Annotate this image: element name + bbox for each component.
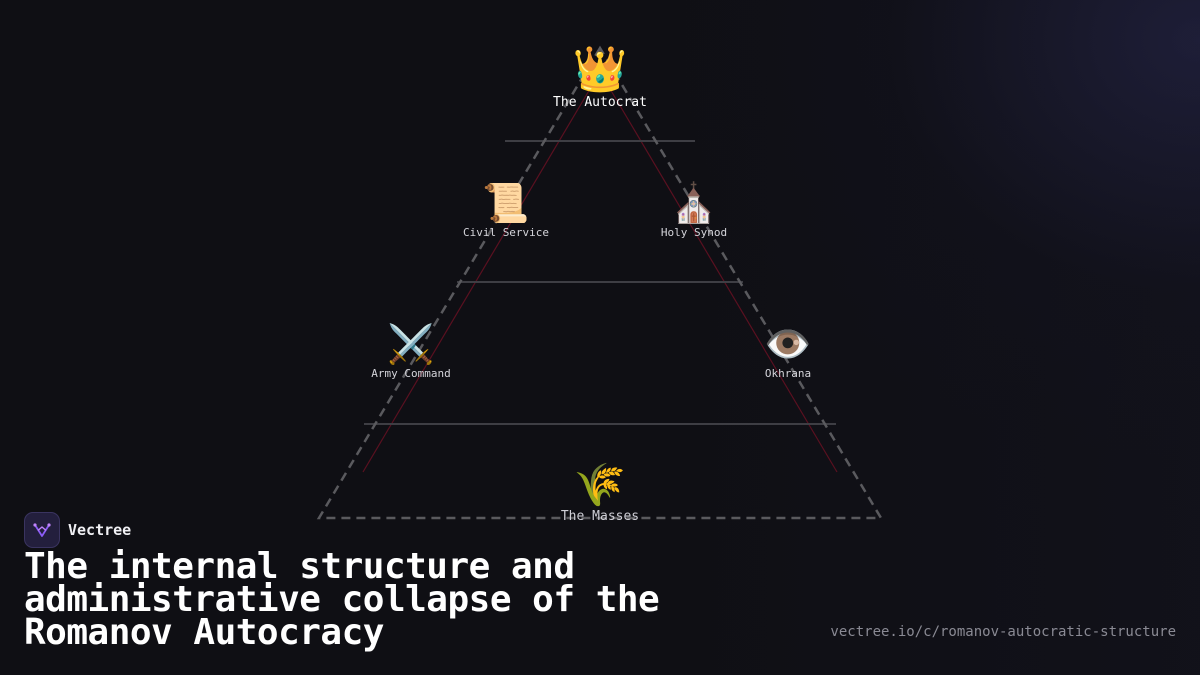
accent-line-left — [362, 71, 601, 473]
node-okhrana: 👁️ Okhrana — [764, 325, 811, 380]
vectree-logo-icon — [24, 512, 60, 548]
page-url[interactable]: vectree.io/c/romanov-autocratic-structur… — [830, 624, 1176, 640]
node-label: Holy Synod — [660, 226, 728, 239]
node-autocrat: 👑 The Autocrat — [553, 44, 647, 111]
node-label: Army Command — [371, 367, 451, 380]
node-army-command: ⚔️ Army Command — [371, 325, 450, 380]
pyramid-outline — [316, 45, 884, 520]
brand-name: Vectree — [68, 521, 132, 539]
node-masses: 🌾 The Masses — [560, 460, 640, 525]
wheat-icon: 🌾 — [573, 460, 627, 509]
crossed-swords-icon: ⚔️ — [387, 322, 435, 366]
brand[interactable]: Vectree — [24, 512, 131, 548]
scroll-icon: 📜 — [482, 181, 530, 225]
page-title: The internal structure and administrativ… — [24, 546, 660, 653]
node-label: The Masses — [560, 509, 640, 524]
node-civil-service: 📜 Civil Service — [463, 184, 549, 239]
node-holy-synod: ⛪ Holy Synod — [661, 184, 727, 239]
accent-line-right — [599, 71, 838, 473]
church-icon: ⛪ — [670, 181, 718, 225]
node-label: The Autocrat — [553, 95, 647, 110]
node-label: Okhrana — [764, 367, 812, 380]
node-label: Civil Service — [462, 226, 550, 239]
eye-icon: 👁️ — [764, 322, 812, 366]
crown-icon: 👑 — [572, 44, 628, 95]
